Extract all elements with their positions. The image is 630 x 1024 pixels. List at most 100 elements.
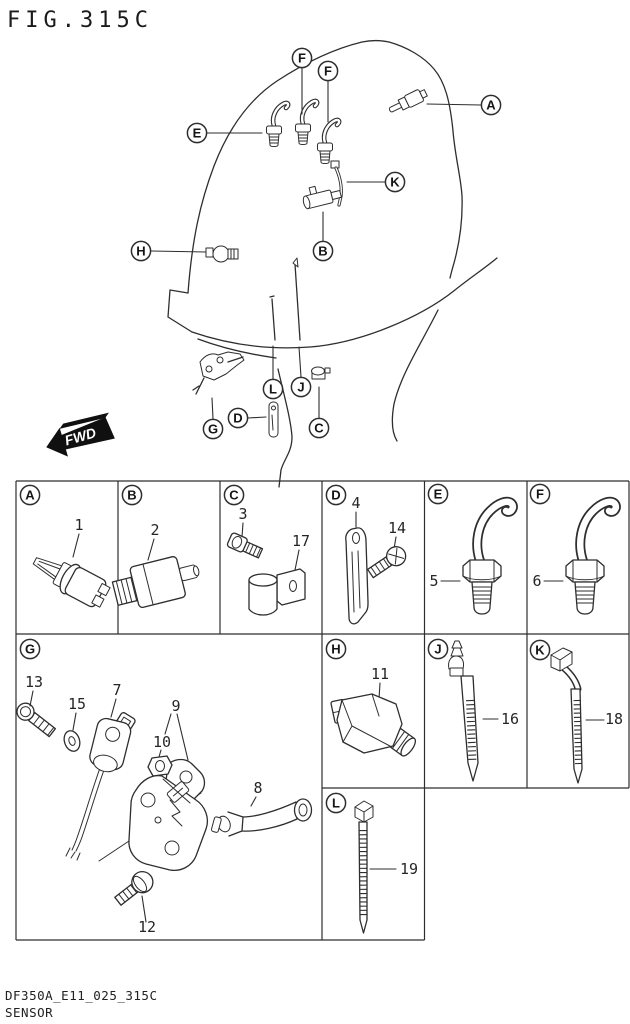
cell-letter: J [434, 642, 441, 657]
callout-K: K [384, 171, 406, 193]
page-footer: DF350A_E11_025_315C SENSOR [5, 987, 158, 1021]
callout-letter: E [193, 126, 202, 141]
fwd-arrow [46, 417, 115, 457]
in-situ-parts [192, 89, 428, 438]
callout-D: D [227, 407, 249, 429]
figure-title: FIG.315C [7, 8, 153, 33]
part-number: 13 [25, 673, 43, 691]
cell-letter: H [331, 642, 340, 657]
callout-F-2: F [317, 60, 339, 82]
parts-grid-borders [15, 480, 630, 941]
callout-J: J [290, 376, 312, 398]
part-number: 9 [171, 697, 180, 715]
part-number: 19 [400, 860, 418, 878]
callout-E: E [186, 122, 208, 144]
callout-G: G [202, 418, 224, 440]
housing-front-edge [277, 368, 293, 488]
cell-letter: F [536, 487, 544, 502]
sensor-part-2 [111, 556, 200, 609]
cable-tie-part-19 [354, 800, 374, 934]
callout-leader-lines [150, 67, 482, 420]
grid-cell-D: D 4 14 [325, 484, 407, 625]
temp-sensor-part-1 [32, 557, 111, 608]
pin-glyph-l [269, 295, 276, 341]
sensor-glyph-b [302, 185, 342, 210]
callout-letter: J [297, 380, 304, 395]
callout-L: L [262, 378, 284, 400]
part-number: 14 [388, 519, 406, 537]
strap-part-4 [345, 527, 369, 625]
callout-H: H [130, 240, 152, 262]
part-number: 18 [605, 710, 623, 728]
sensor-assembly-glyph-g [192, 351, 245, 395]
cell-letter: C [229, 488, 239, 503]
cell-letter: D [331, 488, 340, 503]
water-sensor-glyph-f2 [318, 120, 340, 164]
grid-cell-F: F 6 [529, 483, 616, 614]
cell-letter: E [434, 487, 443, 502]
part-number: 17 [292, 532, 310, 550]
cell-letter: G [25, 642, 35, 657]
sensor-part-7 [65, 712, 136, 861]
fwd-marker: FWD [46, 412, 115, 457]
cell-letter: L [332, 796, 340, 811]
washer-part-15 [63, 730, 81, 752]
grid-cell-L: L 19 [325, 792, 418, 934]
grid-cell-K: K 18 [529, 639, 623, 784]
cowl-seam-step [167, 289, 193, 333]
water-detect-sensor-part-6 [566, 502, 616, 614]
part-number: 11 [371, 665, 389, 683]
water-detect-sensor-part-5 [463, 502, 513, 614]
part-number: 7 [112, 681, 121, 699]
cable-tie-part-18 [550, 647, 583, 784]
callout-letter: F [298, 51, 306, 66]
cowl-bottom-edge [191, 257, 498, 349]
grid-cell-H: H 11 [325, 638, 417, 757]
strap-glyph-d [268, 401, 279, 438]
callout-B: B [312, 240, 334, 262]
part-number: 3 [238, 505, 247, 523]
water-sensor-glyph-e [267, 103, 289, 147]
callout-letter: G [208, 422, 218, 437]
grid-cell-J: J 16 [427, 638, 519, 782]
part-number: 16 [501, 710, 519, 728]
part-number: 10 [153, 733, 171, 751]
screw-part-14 [366, 546, 407, 579]
document-code: DF350A_E11_025_315C [5, 988, 158, 1003]
housing-rear-edge [391, 309, 439, 442]
cell-letter: K [535, 643, 545, 658]
cowl-outline [187, 39, 463, 294]
part-number: 2 [150, 521, 159, 539]
pin-glyph-j [292, 257, 301, 341]
grid-cell-C: C 3 17 [223, 484, 310, 616]
bracket-part-9 [128, 758, 209, 872]
part-number: 5 [429, 572, 438, 590]
diagram-callouts: F F A E K B H L J C G D [130, 47, 502, 440]
callout-letter: B [318, 244, 327, 259]
callout-letter: C [314, 421, 324, 436]
lever-part-8 [210, 798, 313, 837]
grid-cell-G: G [16, 638, 313, 936]
part-number: 12 [138, 918, 156, 936]
clamp-glyph-c [311, 366, 331, 380]
part-number: 6 [532, 572, 541, 590]
callout-F-1: F [291, 47, 313, 69]
nut-part-10 [147, 755, 173, 777]
part-number: 1 [74, 516, 83, 534]
water-sensor-glyph-f1 [296, 101, 318, 145]
grid-cell-A: A 1 [19, 484, 111, 608]
bolt-part-13 [16, 702, 57, 738]
cell-letter: A [25, 488, 35, 503]
bolt-part-3 [226, 532, 264, 559]
cell-letter: B [127, 488, 136, 503]
callout-A: A [480, 94, 502, 116]
callout-C: C [308, 417, 330, 439]
sensor-glyph-a [388, 89, 428, 113]
part-number: 4 [351, 494, 360, 512]
grid-cell-B: B 2 [111, 484, 200, 609]
callout-letter: K [390, 175, 400, 190]
callout-letter: F [324, 64, 332, 79]
cable-tie-part-16 [448, 640, 479, 782]
